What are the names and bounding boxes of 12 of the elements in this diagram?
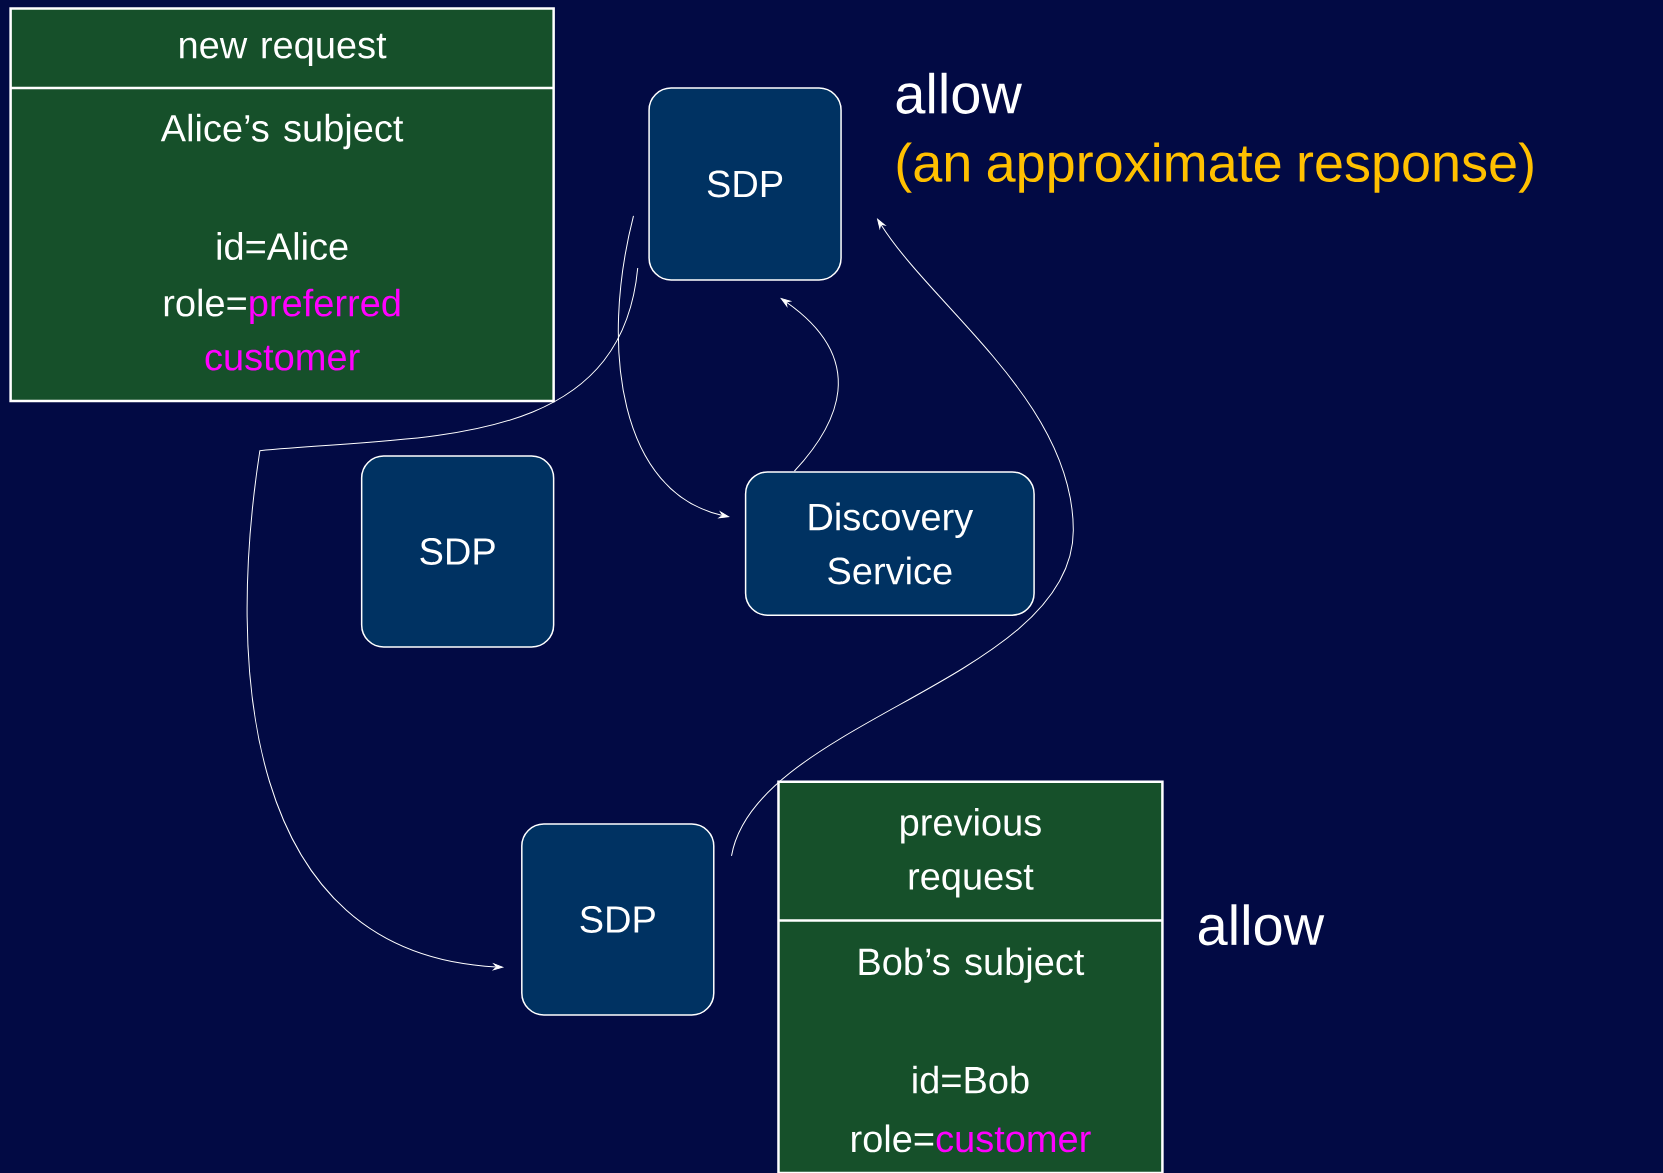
arrow (246, 267, 639, 971)
arrow (780, 298, 839, 472)
arrow (618, 215, 729, 519)
request-table: previous request Bob’s subject id=Bob role=customer (777, 780, 1164, 1173)
service-box: Discovery Service (744, 471, 1035, 616)
response-label: (an approximate response) (897, 142, 1533, 193)
sdp-box: SDP (648, 87, 842, 281)
arrow (731, 218, 1074, 857)
request-table: new request Alice’s subject id=Alice role=preferred customer (9, 7, 555, 403)
response-label: allow (896, 72, 1022, 114)
sdp-box: SDP (360, 455, 555, 648)
sdp-box: SDP (521, 823, 715, 1016)
